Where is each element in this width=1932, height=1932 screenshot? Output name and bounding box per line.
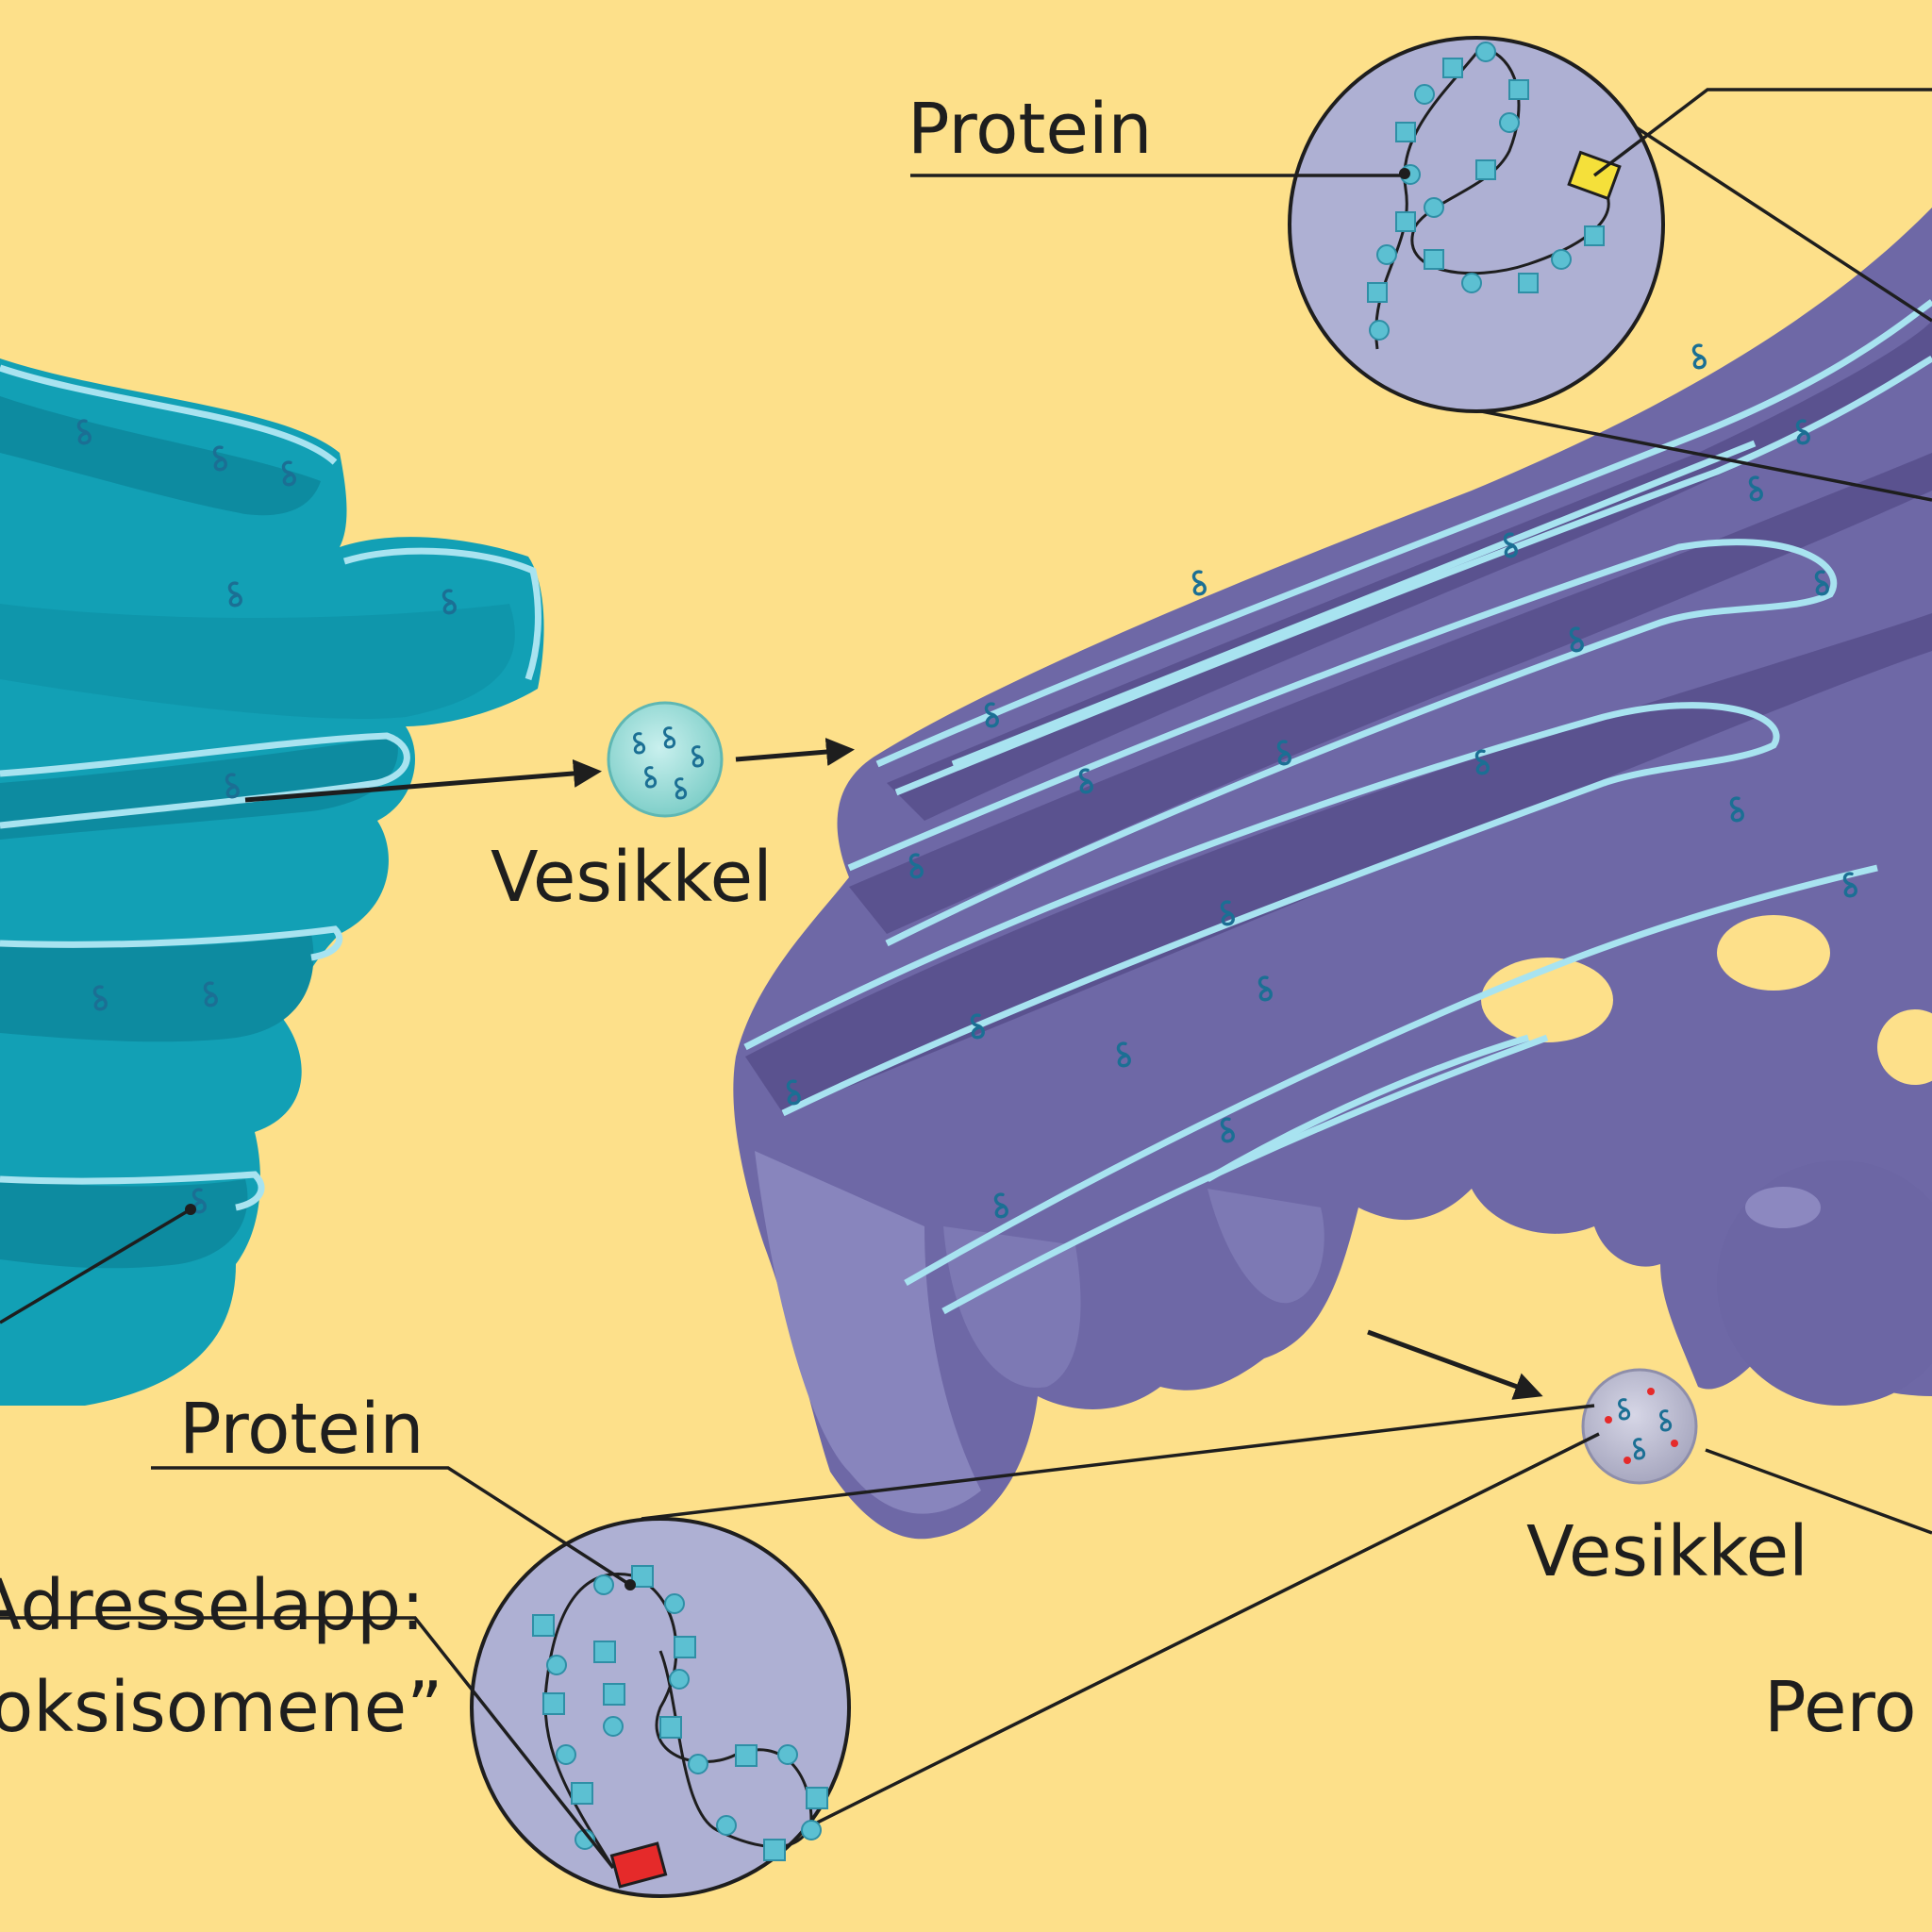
- label-protein-top: Protein: [908, 89, 1152, 170]
- leader-peroxisome: [1705, 1448, 1932, 1535]
- label-peroxisome-partial: Pero: [1764, 1667, 1917, 1748]
- zoom-circle-bottom: [470, 1404, 1600, 1898]
- address-tag-red: [609, 1841, 668, 1889]
- golgi-fenestra: [1877, 1009, 1932, 1085]
- vesicle-to-peroxisome: [1581, 1368, 1698, 1485]
- flow-arrows: [244, 738, 1543, 1400]
- golgi-apparatus: [733, 208, 1932, 1540]
- arrow-er-to-vesicle: [244, 758, 602, 803]
- arrow-vesicle-to-golgi: [735, 738, 855, 766]
- leader-address-tag-bottom: [0, 1616, 615, 1870]
- leader-er-protein: [0, 1208, 192, 1324]
- leader-address-tag-top: [1592, 88, 1932, 177]
- label-vesikkel-golgi: Vesikkel: [1526, 1511, 1808, 1592]
- label-protein-bottom: Protein: [179, 1389, 424, 1470]
- label-adresselapp-line1: Adresselapp:: [0, 1565, 425, 1646]
- arrow-golgi-to-vesicle: [1367, 1329, 1543, 1400]
- zoom-circle-top: [1288, 36, 1932, 502]
- label-vesikkel-er: Vesikkel: [491, 837, 773, 918]
- golgi-fenestra: [1717, 915, 1830, 991]
- vesicle-er-to-golgi: [607, 701, 724, 818]
- label-adresselapp-line2: oksisomene”: [0, 1667, 442, 1748]
- endoplasmic-reticulum: [0, 358, 544, 1406]
- leader-protein-bottom: [151, 1466, 631, 1587]
